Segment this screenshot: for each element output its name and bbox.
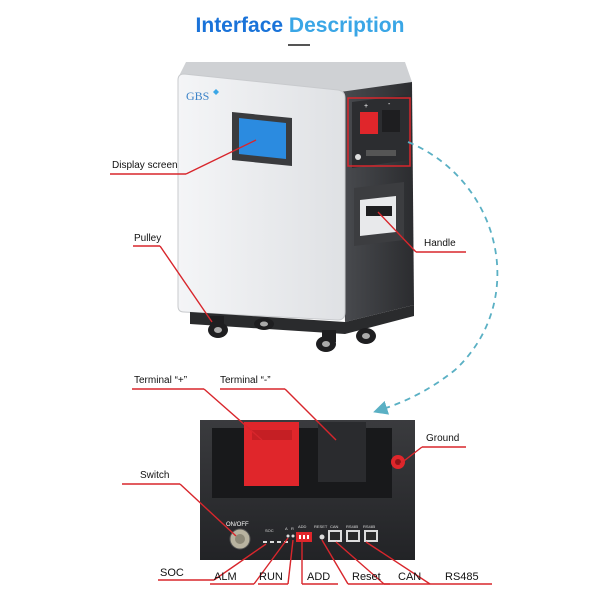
label-handle: Handle <box>424 238 456 249</box>
label-alm: ALM <box>214 571 237 583</box>
panel-can-text: CAN <box>330 524 339 529</box>
label-rs485: RS485 <box>445 571 479 583</box>
callout-lines <box>110 139 492 585</box>
negative-terminal <box>318 422 366 482</box>
svg-text:+: + <box>364 103 368 110</box>
pulley-wheels <box>208 316 376 352</box>
panel-add-text: ADD <box>298 524 307 529</box>
label-reset: Reset <box>352 571 381 583</box>
title-underline <box>288 44 310 46</box>
label-switch: Switch <box>140 470 170 481</box>
panel-alm-text: A <box>285 526 288 531</box>
zoom-connector-arrow <box>373 141 499 415</box>
on-off-text: ON/OFF <box>226 522 249 528</box>
title-word-2: Description <box>288 14 405 37</box>
panel-soc-text: SOC <box>265 528 274 533</box>
title-word-1: Interface <box>195 14 284 37</box>
side-terminal-area: + - <box>352 95 408 168</box>
label-add: ADD <box>307 571 331 583</box>
reset-button <box>319 534 325 540</box>
terminal-highlight-box <box>347 97 411 167</box>
label-soc: SOC <box>160 567 184 579</box>
display-screen <box>232 112 292 166</box>
panel-rs485-text-2: RS485 <box>363 524 376 529</box>
panel-reset-text: RESET <box>314 524 328 529</box>
panel-rs485-text-1: RS485 <box>346 524 359 529</box>
zoomed-panel <box>200 420 415 560</box>
label-ground: Ground <box>426 433 460 444</box>
label-pulley: Pulley <box>134 233 162 244</box>
label-display-screen: Display screen <box>112 160 178 171</box>
brand-icon <box>213 89 219 95</box>
soc-leds <box>263 534 295 543</box>
label-terminal-positive: Terminal “+” <box>134 375 188 386</box>
label-can: CAN <box>398 571 422 583</box>
svg-text:-: - <box>388 101 391 108</box>
panel-run-text: R <box>291 526 294 531</box>
label-run: RUN <box>259 571 283 583</box>
brand-logo: GBS <box>186 89 209 103</box>
label-terminal-negative: Terminal “-” <box>220 375 271 386</box>
page-title: Interface Description <box>0 14 600 38</box>
